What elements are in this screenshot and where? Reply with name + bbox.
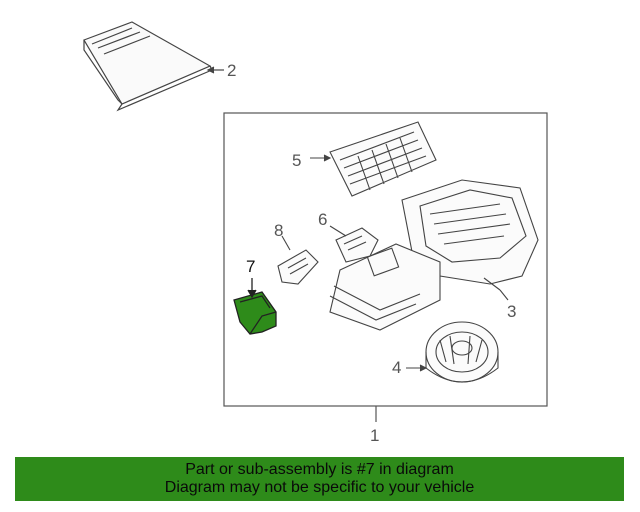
part-6-module[interactable] [329,225,379,263]
part-8-resistor[interactable] [277,235,319,285]
callout-2: 2 [227,61,237,80]
assembly-frame [223,112,548,407]
callout-3: 3 [507,302,517,321]
banner-line-2: Diagram may not be specific to your vehi… [164,479,475,496]
callout-4: 4 [392,358,402,377]
callout-6: 6 [318,210,328,229]
part-2-filter[interactable] [83,21,224,112]
part-5-evaporator[interactable] [310,121,437,197]
part-4-blower[interactable] [406,321,499,383]
callout-7: 7 [246,257,256,276]
part-3-housing[interactable] [329,179,539,331]
info-banner: Part or sub-assembly is #7 in diagram Di… [15,457,624,501]
part-7-actuator[interactable] [233,278,277,335]
banner-line-1: Part or sub-assembly is #7 in diagram [185,461,454,478]
callout-1: 1 [370,426,380,445]
callout-5: 5 [292,151,302,170]
callout-8: 8 [274,221,284,240]
